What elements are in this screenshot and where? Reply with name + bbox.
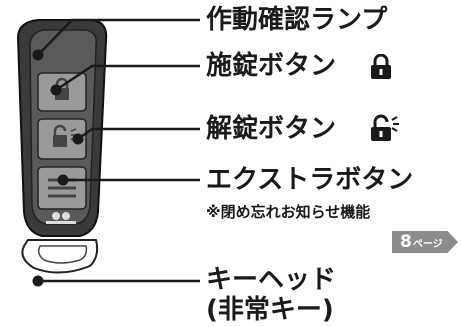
leader-lines	[32, 18, 200, 287]
page-reference-unit: ページ	[412, 238, 443, 250]
logo-icon	[46, 212, 76, 224]
key-head-note: (非常キー)	[206, 295, 334, 325]
lock-button-label: 施錠ボタン	[206, 51, 337, 81]
lock-button[interactable]	[37, 72, 87, 112]
extra-button-note: ※閉め忘れお知らせ機能	[206, 203, 371, 221]
unlock-button-label: 解錠ボタン	[206, 114, 337, 144]
indicator-lamp-label: 作動確認ランプ	[206, 5, 388, 35]
extra-button[interactable]	[37, 166, 87, 210]
key-head-label: キーヘッド	[206, 265, 337, 295]
padlock-closed-icon	[371, 54, 391, 79]
page-reference-number: 8	[400, 232, 412, 252]
padlock-open-icon	[371, 114, 399, 141]
extra-button-label: エクストラボタン	[206, 165, 414, 195]
unlock-button[interactable]	[37, 118, 87, 160]
key-head	[21, 239, 99, 274]
page-reference-tag[interactable]: 8 ページ	[392, 231, 458, 253]
